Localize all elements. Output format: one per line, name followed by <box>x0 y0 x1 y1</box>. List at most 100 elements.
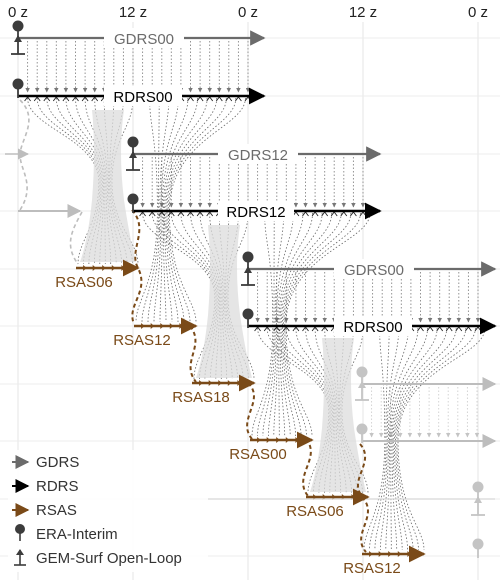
pin-icon <box>472 538 484 558</box>
fan-curve <box>257 212 275 437</box>
fan-curve <box>393 327 457 551</box>
legend-item-gem: GEM-Surf Open-Loop <box>14 549 182 567</box>
rsas-dashed-path <box>246 382 255 440</box>
label-bg <box>104 28 184 48</box>
anchor-icon <box>241 266 255 286</box>
tick-label: 12 z <box>119 4 147 21</box>
rdrs-output-tick <box>215 96 223 102</box>
pin-head <box>242 251 254 263</box>
legend: GDRS RDRS RSAS ERA-Interim GEM-Surf Open… <box>8 450 208 572</box>
rdrs-output-tick <box>321 211 329 217</box>
rdrs-output-tick <box>330 211 338 217</box>
pin-head <box>242 308 254 320</box>
label-bg <box>218 201 294 221</box>
faded-dashed-curve <box>19 99 30 211</box>
run-label-gdrs00: GDRS00 <box>114 31 174 48</box>
pin-head <box>127 193 139 205</box>
faded-cycle-left <box>5 99 83 265</box>
anchor-icon <box>126 151 140 171</box>
tick-label: 0 z <box>468 4 488 21</box>
legend-item-rsas: RSAS <box>12 502 77 519</box>
rdrs-output-tick <box>235 96 242 102</box>
funnel-3 <box>310 338 366 492</box>
rdrs-output-tick <box>436 326 444 332</box>
initialization-markers <box>11 20 485 558</box>
fan-curve <box>391 327 438 551</box>
tick-label: 12 z <box>349 4 377 21</box>
fan-curve <box>276 327 332 494</box>
pin-head <box>356 423 368 435</box>
pin-icon <box>15 524 25 541</box>
fan-curve <box>374 327 400 551</box>
anchor-head <box>129 151 137 158</box>
label-bg <box>334 316 412 336</box>
fan-curve <box>251 212 274 437</box>
rsas-label: RSAS06 <box>286 503 344 520</box>
pin-head <box>472 481 484 493</box>
fan-curve <box>166 97 227 323</box>
fan-curve <box>392 327 448 551</box>
fan-curve <box>395 327 467 551</box>
rdrs-output-tick <box>455 326 463 332</box>
rsas-label: RSAS06 <box>55 274 113 291</box>
tick-label: 0 z <box>238 4 258 21</box>
label-bg <box>218 144 298 164</box>
pin-icon <box>242 308 254 328</box>
run-label-gdrs12: GDRS12 <box>228 147 288 164</box>
anchor-head <box>14 35 22 42</box>
fan-curve <box>27 97 100 265</box>
rdrs-output-tick <box>206 96 214 102</box>
fan-curve <box>390 327 428 551</box>
anchor-icon <box>11 35 25 55</box>
rdrs-output-tick <box>350 211 357 217</box>
pin-head <box>12 20 24 32</box>
pin-icon <box>12 78 24 98</box>
pin-icon <box>356 423 368 443</box>
fan-curve <box>278 212 313 437</box>
faded-dashed-curve <box>69 211 83 265</box>
legend-label: RDRS <box>36 478 79 495</box>
rsas-label: RSAS00 <box>229 446 287 463</box>
rsas-dashed-path <box>189 325 197 383</box>
fan-curve <box>385 327 419 551</box>
fan-curve <box>142 212 216 380</box>
anchor-head <box>474 496 482 503</box>
run-label-gdrs00: GDRS00 <box>344 262 404 279</box>
fan-curve <box>396 327 476 551</box>
funnel-1 <box>80 110 136 262</box>
pin-head <box>12 78 24 90</box>
legend-background <box>8 450 208 572</box>
anchor-head <box>358 381 366 388</box>
rsas-label: RSAS12 <box>113 332 171 349</box>
anchor-icon <box>355 381 369 401</box>
pin-head <box>356 366 368 378</box>
rdrs-output-tick <box>445 326 453 332</box>
run-label-rdrs12: RDRS12 <box>226 204 285 221</box>
pin-head <box>127 136 139 148</box>
rdrs-output-tick <box>302 211 309 217</box>
rsas-dashed-path <box>302 438 312 497</box>
legend-item-rdrs: RDRS <box>12 478 79 495</box>
rdrs-output-tick <box>196 96 204 102</box>
label-bg <box>334 259 414 279</box>
rdrs-output-tick <box>465 326 472 332</box>
fan-curve <box>168 97 246 323</box>
legend-item-era: ERA-Interim <box>15 524 118 543</box>
pin-head <box>472 538 484 550</box>
legend-item-gdrs: GDRS <box>12 454 79 471</box>
time-axis: 0 z 12 z 0 z 12 z 0 z <box>8 4 488 21</box>
funnel-bundles <box>80 110 366 492</box>
rdrs-output-tick <box>417 326 424 332</box>
rsas-label: RSAS18 <box>172 389 230 406</box>
fan-curve <box>147 97 170 323</box>
rdrs-output-tick <box>426 326 434 332</box>
legend-label: GEM-Surf Open-Loop <box>36 550 182 567</box>
forecast-runs: GDRS00 RDRS00 GDRS12 RDRS12 GDRS00 RDRS0… <box>18 28 497 500</box>
legend-label: RSAS <box>36 502 77 519</box>
anchor-icon <box>471 496 485 516</box>
run-label-rdrs00: RDRS00 <box>343 319 402 336</box>
rdrs-output-tick <box>225 96 233 102</box>
legend-label: GDRS <box>36 454 79 471</box>
fan-curve <box>285 212 371 437</box>
